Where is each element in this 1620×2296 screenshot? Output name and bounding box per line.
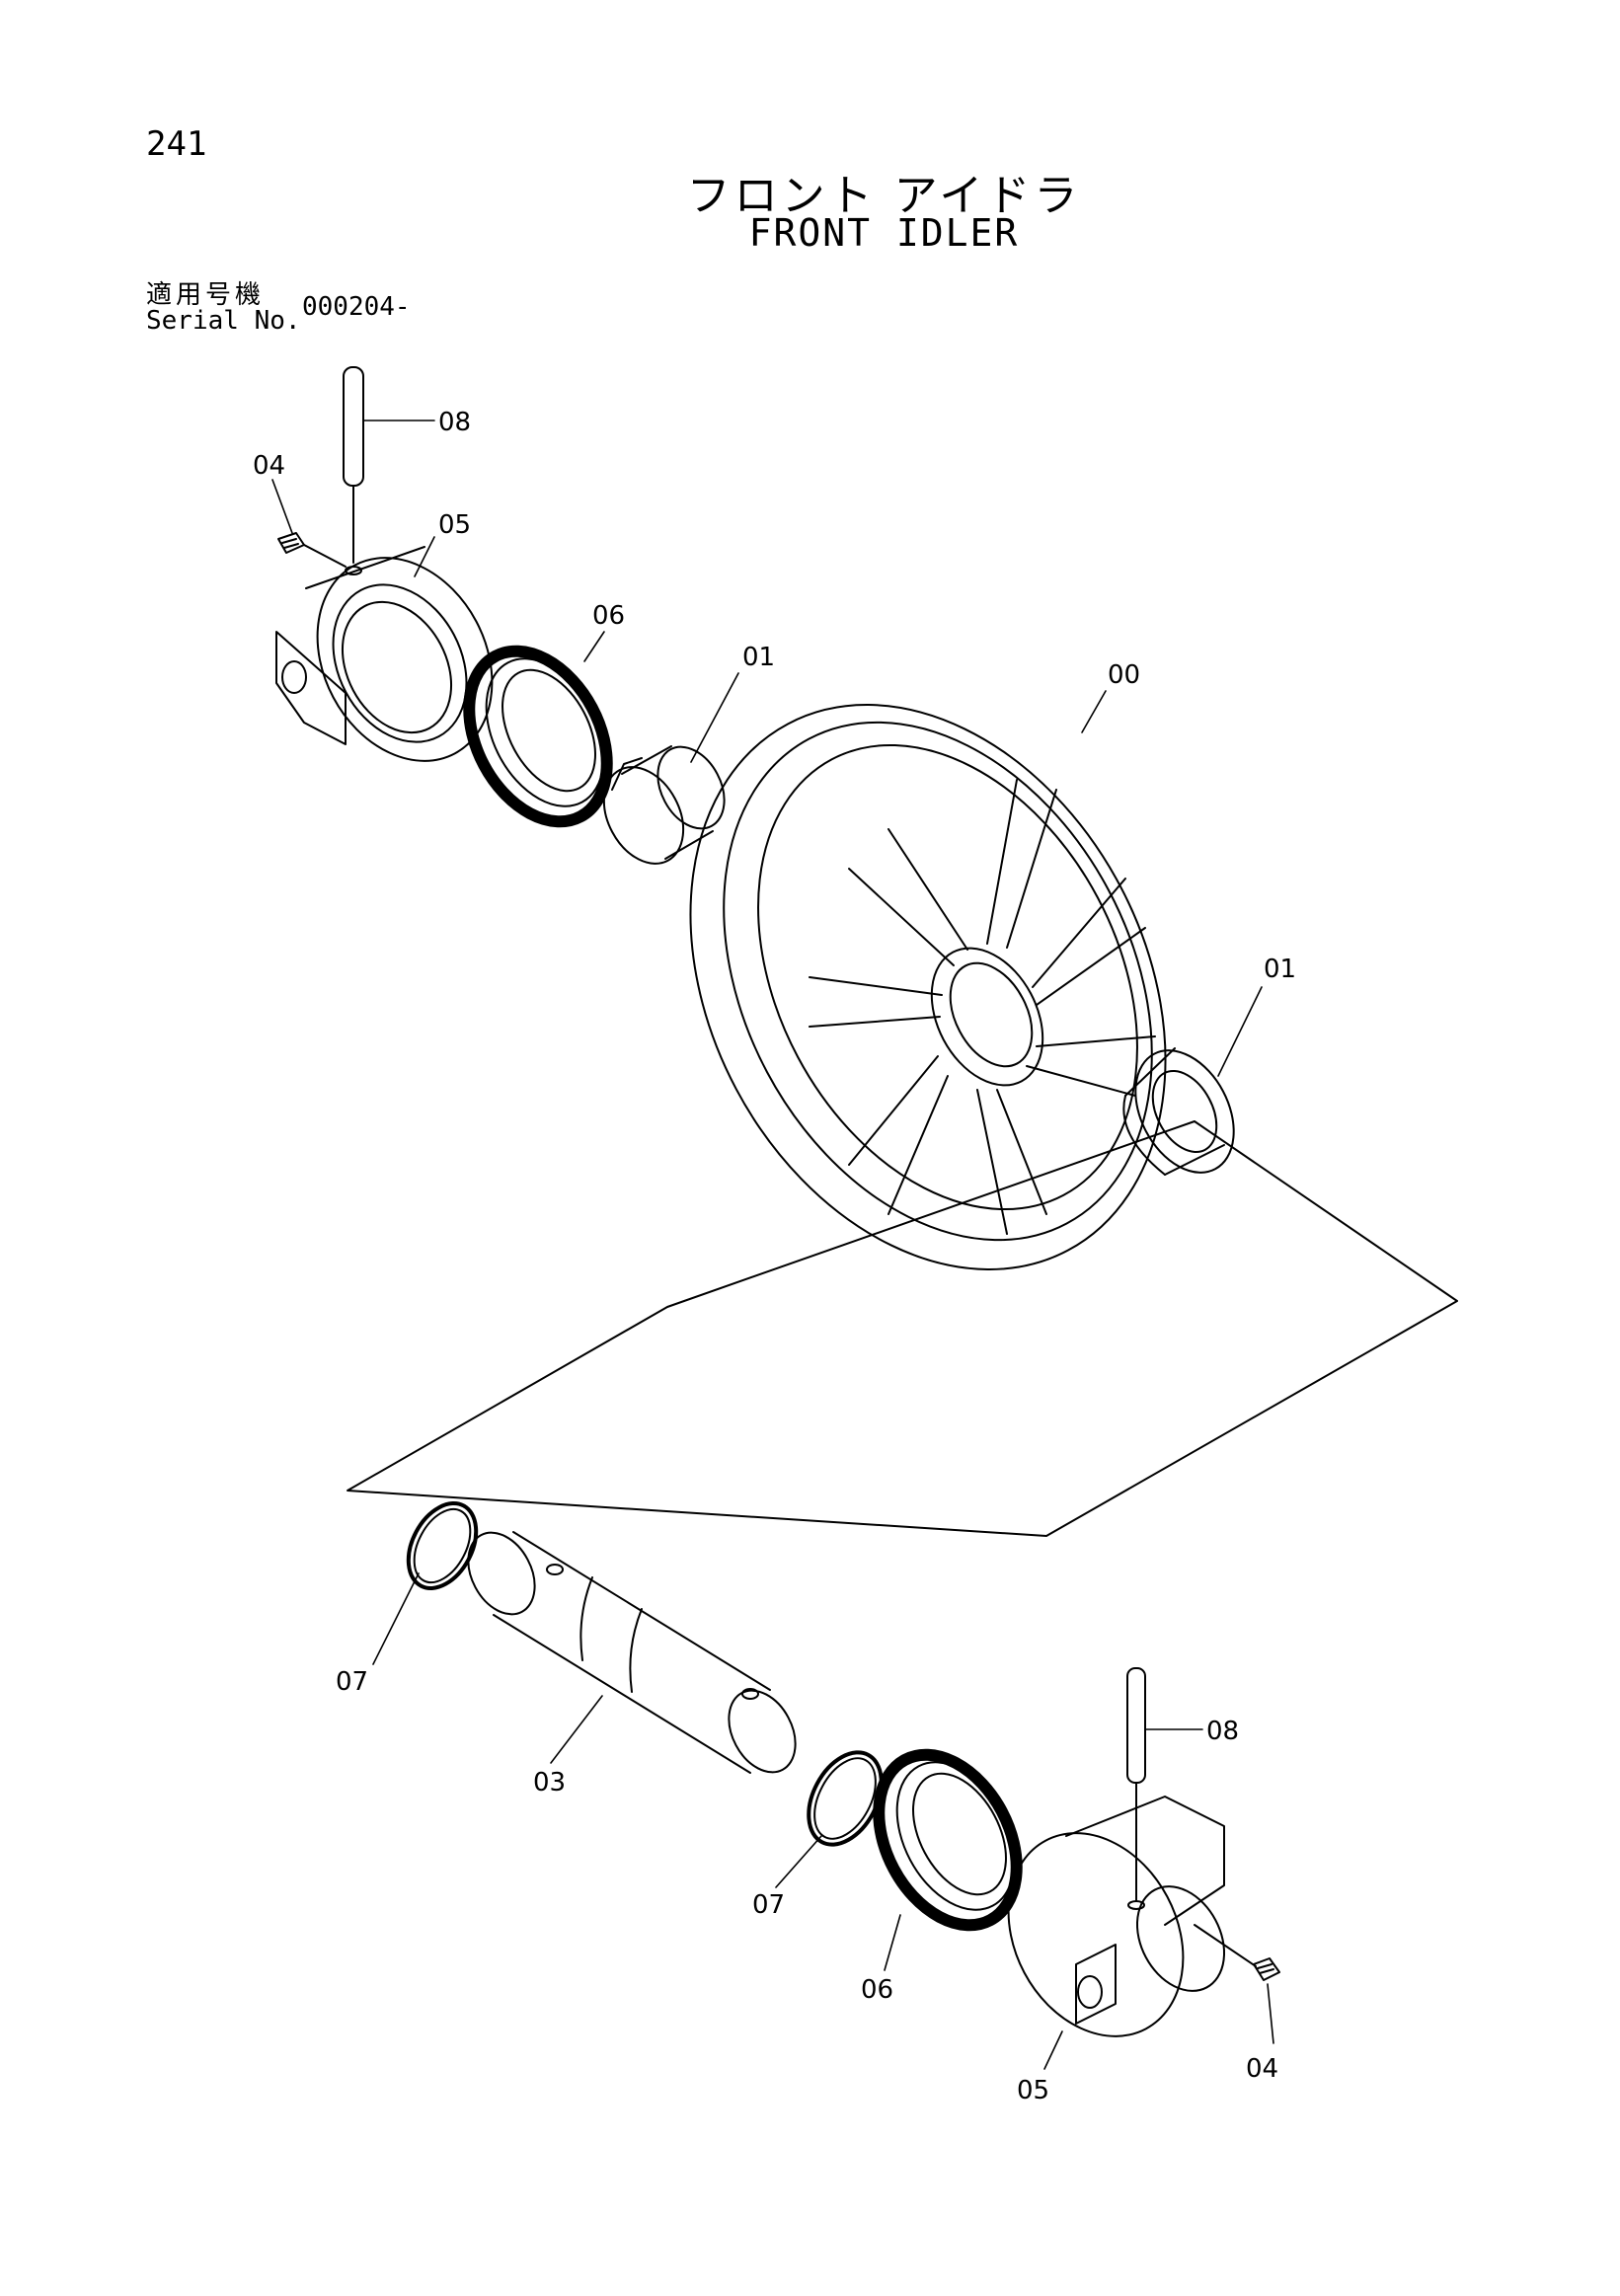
part-pin-08-bottom <box>1126 1667 1146 1902</box>
callout-00: 00 <box>1108 660 1140 690</box>
part-seal-06-top <box>463 645 613 828</box>
callout-08-bottom: 08 <box>1206 1717 1239 1746</box>
callout-03: 03 <box>533 1768 566 1798</box>
title-japanese: フロント アイドラ <box>686 171 1082 221</box>
callout-05-bottom: 05 <box>1017 2076 1049 2105</box>
serial-number-value: 000204- <box>302 292 411 322</box>
callout-01-top: 01 <box>742 643 775 672</box>
callout-07-right: 07 <box>752 1890 785 1920</box>
part-bracket-05-top <box>275 546 494 762</box>
leader-lines <box>271 420 1274 2070</box>
callout-05-top: 05 <box>438 510 471 540</box>
part-bushing-01-top <box>602 745 726 865</box>
part-pin-08-top <box>343 366 364 564</box>
part-bushing-01-right <box>1122 1047 1235 1176</box>
callout-06-bottom: 06 <box>861 1975 893 2005</box>
callout-04-bottom: 04 <box>1246 2054 1278 2084</box>
callout-01-right: 01 <box>1264 955 1296 984</box>
serial-label-english: Serial No. <box>146 306 301 336</box>
title-english: FRONT IDLER <box>748 211 1020 255</box>
callout-08-top: 08 <box>438 408 471 437</box>
callout-06-top: 06 <box>592 601 625 631</box>
part-seal-06-bottom <box>873 1748 1023 1932</box>
part-bracket-05-bottom <box>1007 1796 1226 2037</box>
alignment-plane <box>347 1120 1458 1537</box>
callout-07-left: 07 <box>336 1667 368 1697</box>
callout-04-top: 04 <box>253 451 285 481</box>
part-set-screw-04-bottom <box>1194 1924 1280 1981</box>
page-number: 241 <box>146 124 207 164</box>
serial-label-japanese: 適用号機 <box>146 280 266 310</box>
part-o-ring-07-left <box>406 1501 479 1590</box>
part-set-screw-04-top <box>277 532 347 568</box>
part-idler-wheel-00 <box>689 704 1167 1270</box>
callout-labels: 08 04 05 06 01 00 01 07 03 07 06 08 05 0… <box>253 408 1296 2105</box>
part-shaft-03 <box>467 1531 797 1774</box>
